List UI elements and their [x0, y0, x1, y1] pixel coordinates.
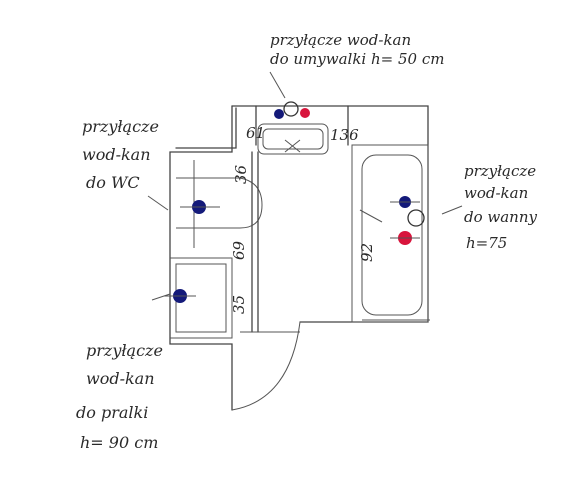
wc-label-line3: do WC [86, 173, 140, 192]
washer-label: przyłącze wod-kan do pralki h= 90 cm [76, 341, 163, 452]
wc-label-line2: wod-kan [82, 145, 151, 164]
bath-outlet-point [407, 209, 425, 227]
wc-leader-line [147, 195, 169, 211]
partition-wall [231, 151, 301, 411]
sink-connections [274, 101, 310, 119]
bath-label-line4: h=75 [466, 234, 507, 252]
sink-label-line2: do umywalki h= 50 cm [270, 50, 444, 68]
bathtub [351, 144, 430, 323]
sink [257, 123, 329, 155]
washer-label-line1: przyłącze [86, 341, 163, 360]
dim-washer-height: 35 [230, 295, 248, 314]
sink-leader-line [269, 71, 286, 99]
sink-label: przyłącze wod-kan do umywalki h= 50 cm [270, 31, 444, 68]
sink-outlet-point [283, 101, 299, 117]
washing-machine [170, 257, 233, 339]
washer-label-line2: wod-kan [86, 369, 155, 388]
sink-label-line1: przyłącze wod-kan [270, 31, 411, 49]
bath-leader-line [441, 205, 463, 215]
washer-label-line3: do pralki [76, 403, 148, 422]
dim-sink-right: 136 [330, 126, 359, 144]
sink-hot-water-point [300, 108, 310, 118]
bath-label-line1: przyłącze [464, 162, 536, 180]
dim-sink-left: 61 [246, 124, 265, 142]
washer-leader-line [151, 293, 171, 301]
bath-label: przyłącze wod-kan do wanny h=75 [464, 162, 538, 252]
washer-label-line4: h= 90 cm [80, 433, 158, 452]
wc-label-line1: przyłącze [82, 117, 159, 136]
bath-connections [390, 196, 425, 245]
sink-cold-water-point [274, 109, 284, 119]
wc-label: przyłącze wod-kan do WC [82, 117, 159, 192]
bath-label-line3: do wanny [464, 208, 538, 226]
bath-label-line2: wod-kan [464, 184, 528, 202]
dim-wc-height: 36 [232, 164, 250, 184]
dim-bath-width: 92 [358, 243, 376, 262]
dim-wall-mid: 69 [230, 240, 248, 260]
